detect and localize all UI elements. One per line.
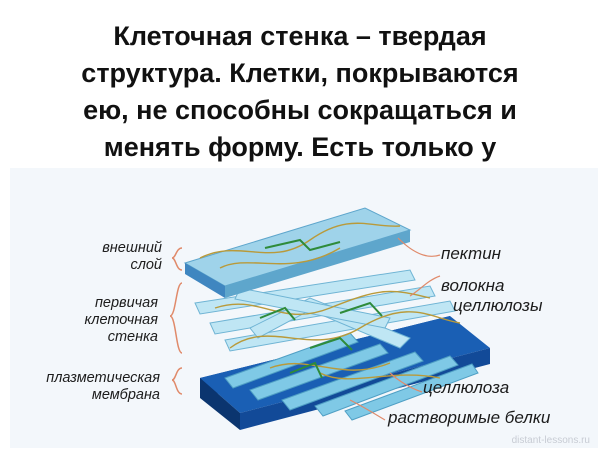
slide-heading: Клеточная стенка – твердая структура. Кл…	[20, 18, 580, 166]
label-cellulose-fibers-line-1: волокна	[441, 276, 505, 295]
heading-line-4: менять форму. Есть только у	[103, 132, 497, 162]
label-cellulose-text: целлюлоза	[423, 378, 510, 397]
heading-line-3: ею, не способны сокращаться и	[83, 95, 517, 125]
label-primary-wall-line-3: стенка	[107, 329, 158, 345]
leader-lines	[349, 237, 441, 421]
label-cellulose-fibers-line-2: целлюлозы	[453, 296, 543, 315]
heading-line-1: Клеточная стенка – твердая	[113, 21, 487, 51]
label-outer-layer-line-1: внешний	[102, 240, 162, 256]
label-primary-wall-line-2: клеточная	[84, 312, 158, 328]
heading-line-2: структура. Клетки, покрываются	[81, 58, 519, 88]
label-pectin: пектин	[441, 244, 501, 264]
cell-wall-diagram	[10, 168, 598, 448]
label-cellulose-fibers: волокна целлюлозы	[441, 276, 542, 316]
label-primary-wall-line-1: первичая	[94, 295, 158, 311]
label-outer-layer: внешний слой	[102, 240, 162, 274]
label-pectin-text: пектин	[441, 244, 501, 263]
label-plasma-membrane-line-1: плазметическая	[46, 370, 160, 386]
protein-strands	[259, 238, 383, 379]
watermark: distant-lessons.ru	[511, 435, 590, 446]
label-plasma-membrane-line-2: мембрана	[91, 387, 160, 403]
label-plasma-membrane: плазметическая мембрана	[46, 370, 160, 404]
label-soluble-proteins-text: растворимые белки	[388, 408, 551, 427]
pectin-strands	[199, 222, 461, 380]
layer-brackets	[169, 247, 183, 395]
label-soluble-proteins: растворимые белки	[388, 408, 550, 428]
label-outer-layer-line-2: слой	[130, 257, 162, 273]
label-cellulose: целлюлоза	[423, 378, 509, 398]
label-primary-wall: первичая клеточная стенка	[84, 295, 158, 346]
